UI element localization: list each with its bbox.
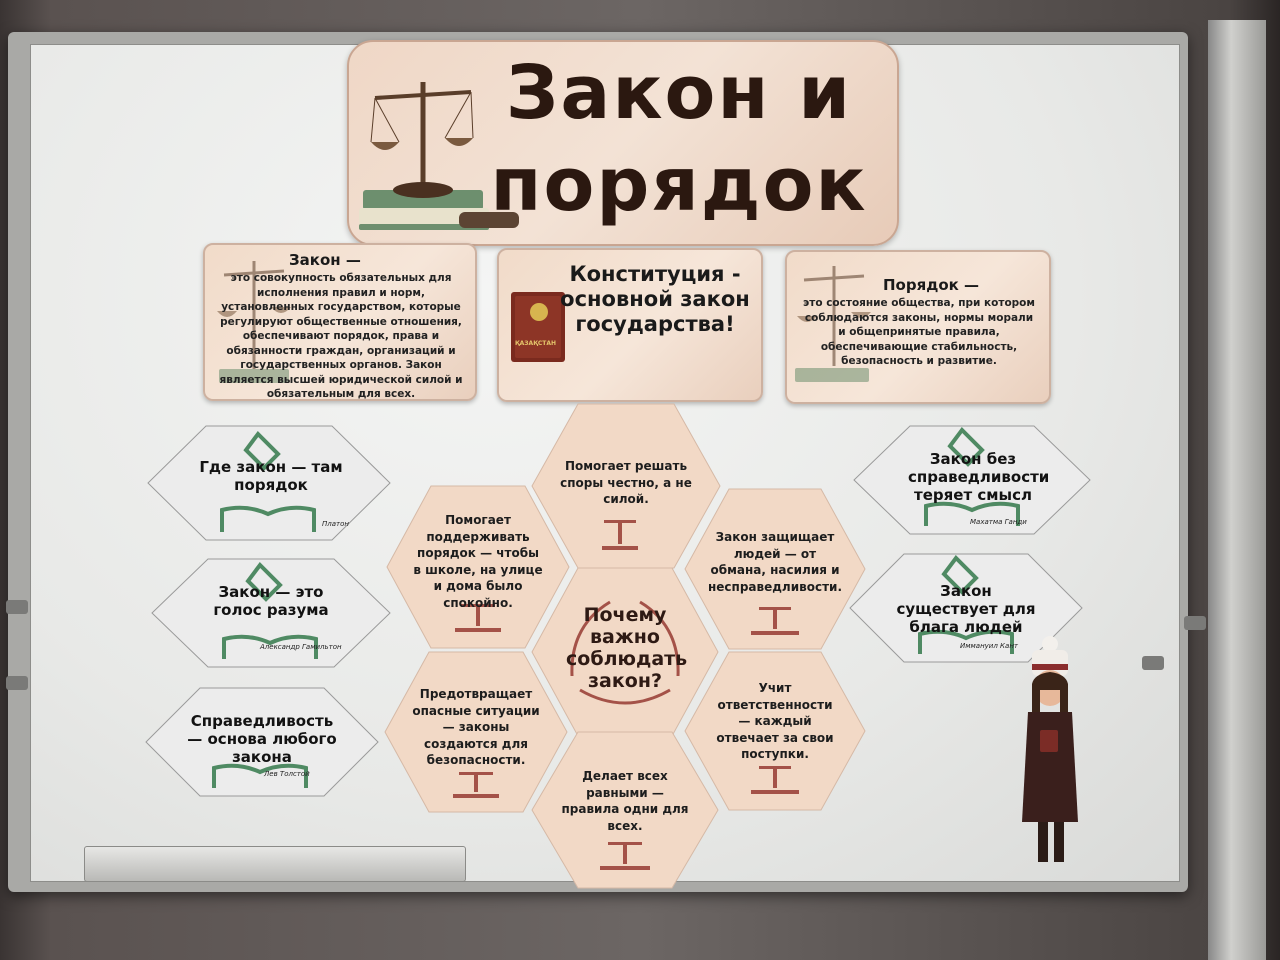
board-clip: [6, 676, 28, 690]
law-text: это совокупность обязательных для исполн…: [219, 272, 463, 400]
reason-hexagon: Закон защищает людей — от обмана, насили…: [683, 487, 867, 651]
board-clip: [1142, 656, 1164, 670]
quote-author: Лев Толстой: [264, 770, 310, 778]
quote-card: Справедливость — основа любого закона Ле…: [144, 686, 380, 798]
central-question: Почему важно соблюдать закон?: [566, 604, 688, 692]
quote-author: Платон: [322, 520, 349, 528]
quote-text: Справедливость — основа любого закона: [187, 712, 337, 766]
reason-text: Предотвращает опасные ситуации — законы …: [412, 687, 540, 767]
reason-text: Закон защищает людей — от обмана, насили…: [707, 530, 842, 594]
quote-card: Закон — это голос разума Александр Гамил…: [150, 557, 392, 669]
hexagon-shape: [684, 651, 866, 811]
reason-text: Помогает поддерживать порядок — чтобы в …: [413, 513, 543, 610]
hexagon-shape: [531, 731, 719, 889]
board-clip: [1184, 616, 1206, 630]
board-clip: [6, 600, 28, 614]
reason-hexagon: Помогает поддерживать порядок — чтобы в …: [385, 484, 571, 650]
reason-hexagon: Помогает решать споры честно, а не силой…: [530, 402, 722, 570]
hexagon-shape: [531, 567, 719, 737]
quote-card-shape: [849, 553, 1083, 663]
quote-card-shape: [151, 558, 391, 668]
hexagon-shape: [386, 485, 570, 649]
quote-card: Где закон — там порядок Платон: [146, 424, 392, 542]
board-stand: [1208, 20, 1266, 960]
constitution-text: Конституция - основной закон государства…: [560, 262, 750, 336]
order-text: это состояние общества, при котором собл…: [803, 297, 1035, 367]
title-line-2: порядок: [490, 142, 868, 228]
constitution-book-icon: [511, 292, 565, 362]
constitution-card: ҚАЗАҚСТАН Конституция - основной закон г…: [497, 248, 763, 402]
reason-hexagon: Делает всех равными — правила одни для в…: [530, 730, 720, 890]
constitution-book-label: ҚАЗАҚСТАН: [515, 340, 557, 347]
reason-text: Помогает решать споры честно, а не силой…: [560, 459, 692, 506]
quote-card: Закон без справедливости теряет смысл Ма…: [852, 424, 1092, 536]
scales-icon: [795, 266, 871, 382]
quote-text: Закон существует для блага людей: [896, 582, 1036, 636]
quote-author: Иммануил Кант: [960, 642, 1018, 650]
hexagon-shape: [531, 403, 721, 569]
central-hexagon: Почему важно соблюдать закон?: [530, 566, 720, 738]
quote-author: Махатма Ганди: [970, 518, 1027, 526]
scales-icon: [359, 82, 519, 230]
quote-text: Где закон — там порядок: [199, 458, 343, 494]
quote-text: Закон без справедливости теряет смысл: [908, 450, 1050, 504]
title-card: Закон и порядок: [347, 40, 899, 246]
quote-text: Закон — это голос разума: [213, 583, 329, 619]
order-heading: Порядок —: [883, 276, 980, 294]
quote-author: Александр Гамильтон: [260, 643, 342, 651]
reason-text: Делает всех равными — правила одни для в…: [561, 769, 689, 833]
quote-card-shape: [853, 425, 1091, 535]
law-heading: Закон —: [289, 251, 361, 269]
quote-card-shape: [145, 687, 379, 797]
hexagon-shape: [384, 651, 568, 813]
scales-icon: [217, 261, 291, 383]
title-line-1: Закон и: [505, 50, 853, 136]
reason-text: Учит ответственности — каждый отвечает з…: [716, 681, 834, 761]
quote-card: Закон существует для блага людей Иммануи…: [848, 552, 1084, 664]
hexagon-shape: [684, 488, 866, 650]
quote-card-shape: [147, 425, 391, 541]
law-definition-card: Закон — это совокупность обязательных дл…: [203, 243, 477, 401]
reason-hexagon: Учит ответственности — каждый отвечает з…: [683, 650, 867, 812]
order-definition-card: Порядок — это состояние общества, при ко…: [785, 250, 1051, 404]
girl-figure-image: [1022, 636, 1078, 862]
reason-hexagon: Предотвращает опасные ситуации — законы …: [383, 650, 569, 814]
marker-tray: [84, 846, 466, 882]
